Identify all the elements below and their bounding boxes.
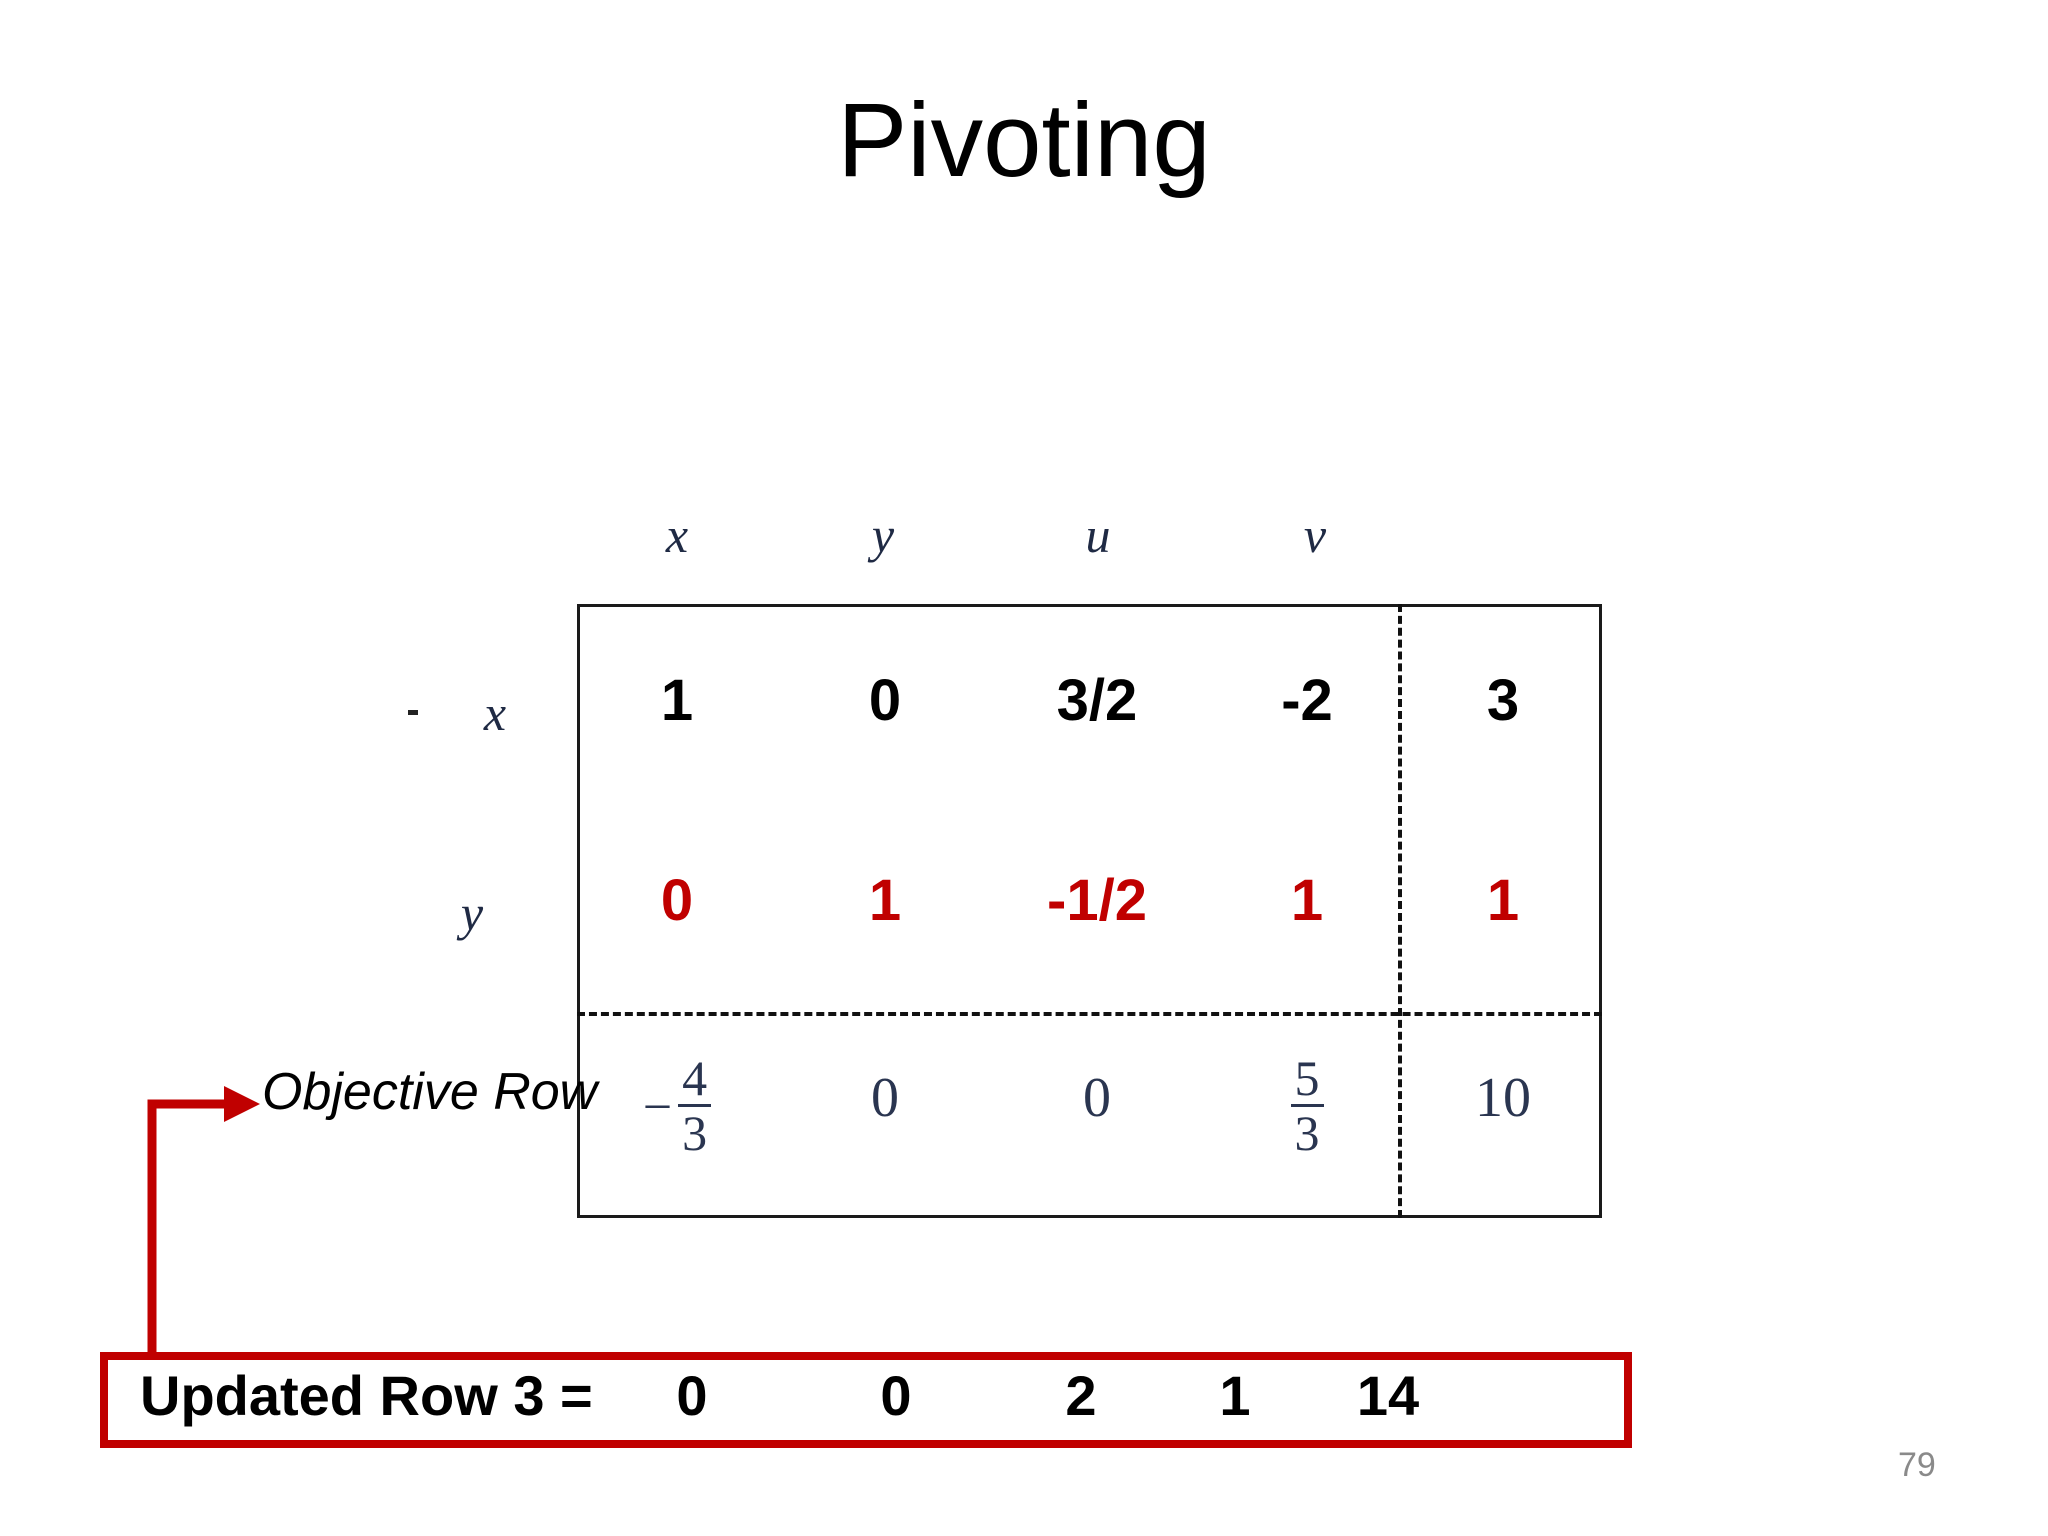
- updated-row-box: [100, 1352, 1632, 1448]
- fraction-four-thirds: 4 3: [678, 1050, 712, 1159]
- fraction-five-thirds: 5 3: [1290, 1050, 1324, 1159]
- updated-row-value-rhs: 14: [1356, 1364, 1420, 1427]
- column-header-u: u: [1085, 507, 1111, 563]
- updated-row-value-u: 2: [1065, 1364, 1097, 1427]
- cell-r1-rhs: 3: [1486, 668, 1520, 733]
- cell-r2-x: 0: [660, 868, 694, 933]
- updated-row-value-x: 0: [676, 1364, 708, 1427]
- page-number: 79: [1898, 1446, 1936, 1484]
- page-title: Pivoting: [837, 82, 1211, 199]
- cell-r2-y: 1: [868, 868, 902, 933]
- row-marker-dot: [408, 710, 418, 715]
- cell-r2-rhs: 1: [1486, 868, 1520, 933]
- cell-r3-y: 0: [871, 1067, 899, 1129]
- column-header-y: y: [871, 507, 895, 563]
- row-label-y: y: [460, 885, 484, 941]
- row-label-x: x: [483, 685, 507, 741]
- cell-r1-v: -2: [1281, 668, 1333, 733]
- fraction-sign: −: [642, 1078, 673, 1136]
- cell-r1-u: 3/2: [1056, 668, 1138, 733]
- fraction-numerator: 5: [1294, 1050, 1320, 1106]
- cell-r3-x-fraction: − 4 3: [582, 1052, 772, 1159]
- fraction-denominator: 3: [1290, 1104, 1324, 1159]
- fraction-denominator: 3: [678, 1104, 712, 1159]
- column-header-x: x: [665, 507, 689, 563]
- cell-r3-v-fraction: 5 3: [1212, 1052, 1402, 1159]
- tableau-objective-divider: [577, 1012, 1602, 1016]
- fraction-numerator: 4: [682, 1050, 708, 1106]
- cell-r1-x: 1: [660, 668, 694, 733]
- cell-r3-rhs: 10: [1475, 1067, 1531, 1129]
- updated-row-label: Updated Row 3 =: [140, 1364, 593, 1427]
- cell-r2-u: -1/2: [1047, 868, 1147, 933]
- cell-r1-y: 0: [868, 668, 902, 733]
- updated-row-value-v: 1: [1219, 1364, 1251, 1427]
- column-header-v: v: [1303, 507, 1327, 563]
- cell-r3-u: 0: [1083, 1067, 1111, 1129]
- tableau-rhs-divider: [1398, 604, 1402, 1218]
- objective-row-annotation: Objective Row: [262, 1063, 598, 1121]
- simplex-tableau: [577, 604, 1602, 1218]
- callout-arrow-icon: [147, 1086, 260, 1355]
- cell-r2-v: 1: [1290, 868, 1324, 933]
- updated-row-value-y: 0: [880, 1364, 912, 1427]
